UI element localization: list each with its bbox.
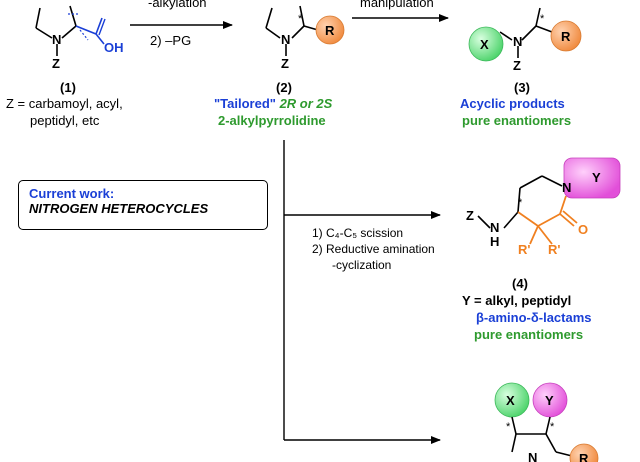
compound-4-purity: pure enantiomers xyxy=(474,327,584,342)
compound-3-number: (3) xyxy=(514,80,530,95)
compound-5-y: Y xyxy=(545,393,554,408)
compound-5-x: X xyxy=(506,393,515,408)
compound-2-z: Z xyxy=(281,56,289,71)
compound-3-star: * xyxy=(540,13,545,25)
compound-1-z-definition-line2: peptidyl, etc xyxy=(30,113,100,128)
compound-2-quote: "Tailored" xyxy=(214,96,276,111)
compound-2-star: * xyxy=(298,13,303,25)
branch-step3: -cyclization xyxy=(332,258,392,272)
compound-2-descriptor: "Tailored" 2R or 2S xyxy=(214,96,332,111)
compound-3-r-sphere xyxy=(550,20,582,52)
compound-2-number: (2) xyxy=(276,80,292,95)
compound-3-x: X xyxy=(480,37,489,52)
compound-5-structure xyxy=(511,416,573,457)
manipulation-label: manipulation xyxy=(360,0,434,10)
compound-2-config: 2R or 2S xyxy=(279,96,333,111)
step1-label: -alkylation xyxy=(148,0,207,10)
compound-4-nh-h: H xyxy=(490,234,499,249)
compound-4-y: Y xyxy=(592,170,601,185)
compound-1-oh: OH xyxy=(104,40,124,55)
compound-4-structure xyxy=(477,175,578,245)
compound-3-x-sphere xyxy=(468,26,504,62)
compound-2-n: N xyxy=(281,32,290,47)
compound-4-o: O xyxy=(578,222,588,237)
compound-2-structure xyxy=(265,5,319,56)
compound-4-star: * xyxy=(518,197,523,209)
branch-step1: 1) C₄-C₅ scission xyxy=(312,226,404,240)
compound-5-star-2: * xyxy=(550,421,555,433)
compound-4-number: (4) xyxy=(512,276,528,291)
compound-4-nh-n: N xyxy=(490,220,499,235)
compound-4-ring-n: N xyxy=(562,180,571,195)
current-work-subtitle: NITROGEN HETEROCYCLES xyxy=(29,201,209,216)
compound-1-z: Z xyxy=(52,56,60,71)
compound-2-r: R xyxy=(325,23,335,38)
compound-3-n: N xyxy=(513,34,522,49)
step2-label: 2) –PG xyxy=(150,33,192,48)
compound-2-name: 2-alkylpyrrolidine xyxy=(218,113,326,128)
compound-5-n: N xyxy=(528,450,537,462)
compound-4-r2: R' xyxy=(548,242,560,257)
compound-3-desc-line1: Acyclic products xyxy=(460,96,565,111)
compound-4-r1: R' xyxy=(518,242,530,257)
compound-3-z: Z xyxy=(513,58,521,73)
compound-5-r-sphere xyxy=(569,443,599,462)
compound-4-class-name: β-amino-δ-lactams xyxy=(476,310,592,325)
compound-3-r: R xyxy=(561,29,571,44)
compound-5-star-1: * xyxy=(506,421,511,433)
compound-1-number: (1) xyxy=(60,80,76,95)
compound-1-z-definition-line1: Z = carbamoyl, acyl, xyxy=(6,96,123,111)
compound-5-r: R xyxy=(579,451,589,462)
branch-step2: 2) Reductive amination xyxy=(312,242,435,256)
compound-4-z: Z xyxy=(466,208,474,223)
compound-4-y-block xyxy=(563,157,621,199)
compound-3-desc-line2: pure enantiomers xyxy=(462,113,572,128)
compound-4-y-definition: Y = alkyl, peptidyl xyxy=(462,293,572,308)
current-work-box: Current work: NITROGEN HETEROCYCLES xyxy=(18,180,268,230)
compound-1-n: N xyxy=(52,32,61,47)
compound-1-structure xyxy=(35,5,106,56)
current-work-title: Current work: xyxy=(29,186,115,201)
compound-2-r-sphere xyxy=(315,15,345,45)
compound-3-structure xyxy=(499,7,553,58)
